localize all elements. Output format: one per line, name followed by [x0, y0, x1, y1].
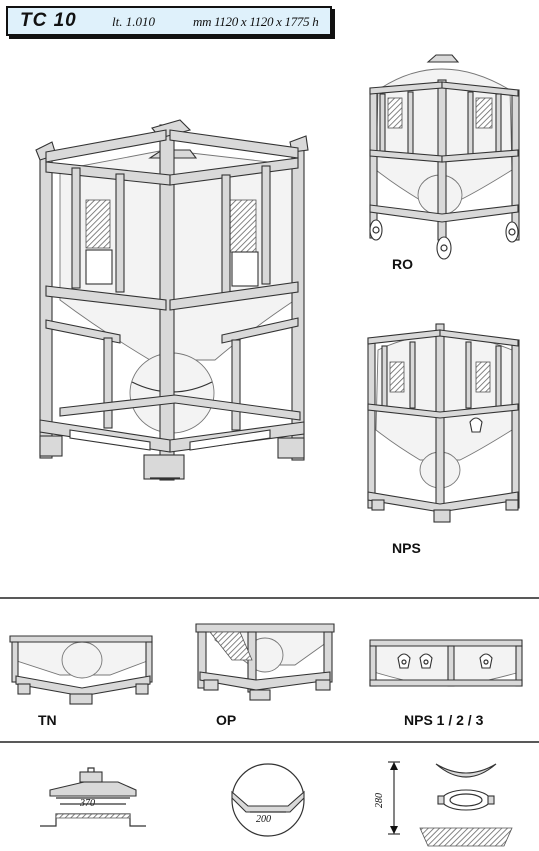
- lid-dimension: 370: [80, 798, 95, 809]
- ro-label: RO: [392, 256, 413, 272]
- valve-dimension: 200: [256, 814, 271, 825]
- ro-variant-drawing: [369, 54, 520, 260]
- nps-variant-drawing: [367, 323, 520, 523]
- height-detail-drawing: [388, 761, 513, 847]
- nps-label: NPS: [392, 540, 421, 556]
- title-banner: TC 10 lt. 1.010 mm 1120 x 1120 x 1775 h: [6, 6, 332, 36]
- main-ibc-tank-drawing: [35, 119, 309, 481]
- model-name: TC 10: [20, 10, 77, 31]
- height-dimension: 280: [374, 793, 385, 808]
- nps-123-label: NPS 1 / 2 / 3: [404, 712, 484, 728]
- op-label: OP: [216, 712, 237, 728]
- dimensions-label: mm 1120 x 1120 x 1775 h: [193, 14, 319, 29]
- op-option-drawing: [195, 623, 335, 701]
- capacity-label: lt. 1.010: [112, 14, 155, 29]
- tn-option-drawing: [9, 635, 153, 705]
- tn-label: TN: [38, 712, 57, 728]
- valve-detail-drawing: [231, 763, 305, 837]
- nps-123-option-drawing: [369, 639, 523, 687]
- lid-detail-drawing: [40, 767, 146, 827]
